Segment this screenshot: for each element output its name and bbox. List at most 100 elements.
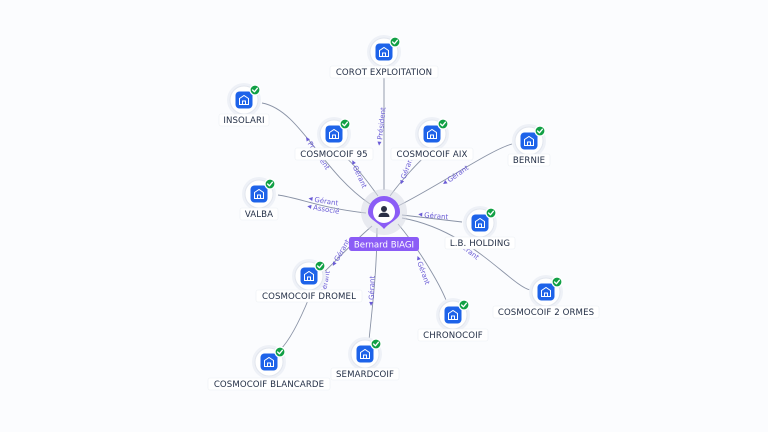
edge-role-label: Président (376, 107, 388, 146)
verified-check-icon (370, 338, 382, 350)
company-label-background (330, 367, 400, 381)
company-name: COSMOCOIF BLANCARDE (214, 380, 324, 390)
company-name: VALBA (245, 210, 273, 220)
edge-role-label: Gérant (351, 160, 369, 190)
arrow-icon (352, 160, 356, 165)
company-node-bernie[interactable]: BERNIE (507, 124, 551, 167)
arrow-icon (400, 179, 405, 185)
company-badge (300, 267, 318, 285)
edge-line (401, 214, 463, 223)
company-label-background (207, 377, 331, 391)
center-label-background (349, 237, 419, 251)
center-person-node[interactable]: Bernard BIAGI (349, 189, 419, 251)
edge-line (323, 225, 373, 273)
company-name: CHRONOCOIF (423, 331, 483, 341)
arrow-icon (306, 137, 310, 142)
company-name: COSMOCOIF 2 ORMES (498, 308, 594, 318)
company-name: COROT EXPLOITATION (336, 68, 432, 78)
company-badge (250, 185, 268, 203)
verified-check-icon (437, 118, 449, 130)
company-name: L.B. HOLDING (450, 239, 510, 249)
company-node-dromel[interactable]: COSMOCOIF DROMEL (255, 259, 363, 303)
company-node-lbholding[interactable]: L.B. HOLDING (444, 206, 516, 250)
edge-chrono: Gérant (397, 223, 447, 301)
verified-check-icon (485, 207, 497, 219)
company-node-chrono[interactable]: CHRONOCOIF (417, 298, 489, 342)
company-node-semard[interactable]: SEMARDCOIF (330, 337, 400, 381)
company-node-cosmo95[interactable]: COSMOCOIF 95 (294, 117, 374, 161)
company-badge (444, 306, 462, 324)
verified-check-icon (389, 36, 401, 48)
company-node-insolari[interactable]: INSOLARI (218, 83, 270, 127)
edge-role-label: Gérant (415, 255, 431, 286)
company-name: BERNIE (513, 156, 545, 166)
edge-corot: Président (376, 73, 388, 190)
person-icon (378, 206, 390, 217)
arrow-icon (417, 255, 421, 261)
arrow-icon (443, 180, 448, 184)
arrow-icon (307, 204, 312, 209)
edge-role-label: Gérant (443, 164, 471, 185)
company-badge (423, 125, 441, 143)
verified-check-icon (264, 178, 276, 190)
role-text: Gérant (351, 164, 369, 189)
company-node-blancarde[interactable]: COSMOCOIF BLANCARDE (207, 345, 331, 391)
role-text: Gérant (415, 260, 431, 286)
arrow-icon (418, 212, 423, 217)
building-icon (524, 135, 534, 146)
edge-line (401, 217, 531, 291)
company-label-background (492, 305, 600, 319)
company-badge (471, 214, 489, 232)
company-label-background (444, 236, 516, 250)
company-badge (375, 43, 393, 61)
company-badge (260, 353, 278, 371)
company-label-background (239, 207, 279, 221)
role-text: Gérant (368, 275, 377, 300)
company-badge (325, 125, 343, 143)
building-icon (360, 348, 370, 359)
edge-line (397, 143, 513, 207)
building-icon (264, 356, 274, 367)
verified-check-icon (249, 84, 261, 96)
edge-role-label: Gérant (418, 211, 449, 221)
edge-role-label: Gérant (332, 238, 352, 266)
arrow-icon (369, 301, 374, 306)
building-icon (239, 94, 249, 105)
company-name: COSMOCOIF AIX (397, 150, 468, 160)
role-text: Gérant (446, 164, 471, 185)
verified-check-icon (551, 276, 563, 288)
edge-lbholding: Gérant (401, 211, 463, 223)
nodes-layer: COROT EXPLOITATION INSOLARI COSMOCOIF 95 CO… (207, 35, 600, 391)
edge-line (279, 297, 310, 351)
role-text: Président (376, 107, 387, 141)
company-node-deuxormes[interactable]: COSMOCOIF 2 ORMES (492, 275, 600, 319)
verified-check-icon (274, 346, 286, 358)
edge-role-label: Gérant (368, 275, 377, 306)
verified-check-icon (339, 118, 351, 130)
verified-check-icon (314, 260, 326, 272)
company-badge (356, 345, 374, 363)
building-icon (379, 46, 389, 57)
building-icon (329, 128, 339, 139)
center-person-name: Bernard BIAGI (354, 240, 414, 250)
company-node-corot[interactable]: COROT EXPLOITATION (329, 35, 439, 79)
company-label-background (218, 113, 270, 127)
arrow-icon (332, 261, 337, 266)
edge-line (277, 194, 367, 214)
building-icon (475, 217, 485, 228)
building-icon (448, 309, 458, 320)
company-label-background (294, 147, 374, 161)
company-node-cosmoaix[interactable]: COSMOCOIF AIX (390, 117, 474, 161)
arrow-icon (377, 141, 382, 146)
arrow-icon (308, 196, 313, 201)
company-label-background (417, 328, 489, 342)
company-label-background (390, 147, 474, 161)
edge-line (261, 102, 371, 205)
company-label-background (329, 65, 439, 79)
company-node-valba[interactable]: VALBA (239, 177, 279, 221)
building-icon (254, 188, 264, 199)
role-text: Gérant (314, 196, 339, 208)
